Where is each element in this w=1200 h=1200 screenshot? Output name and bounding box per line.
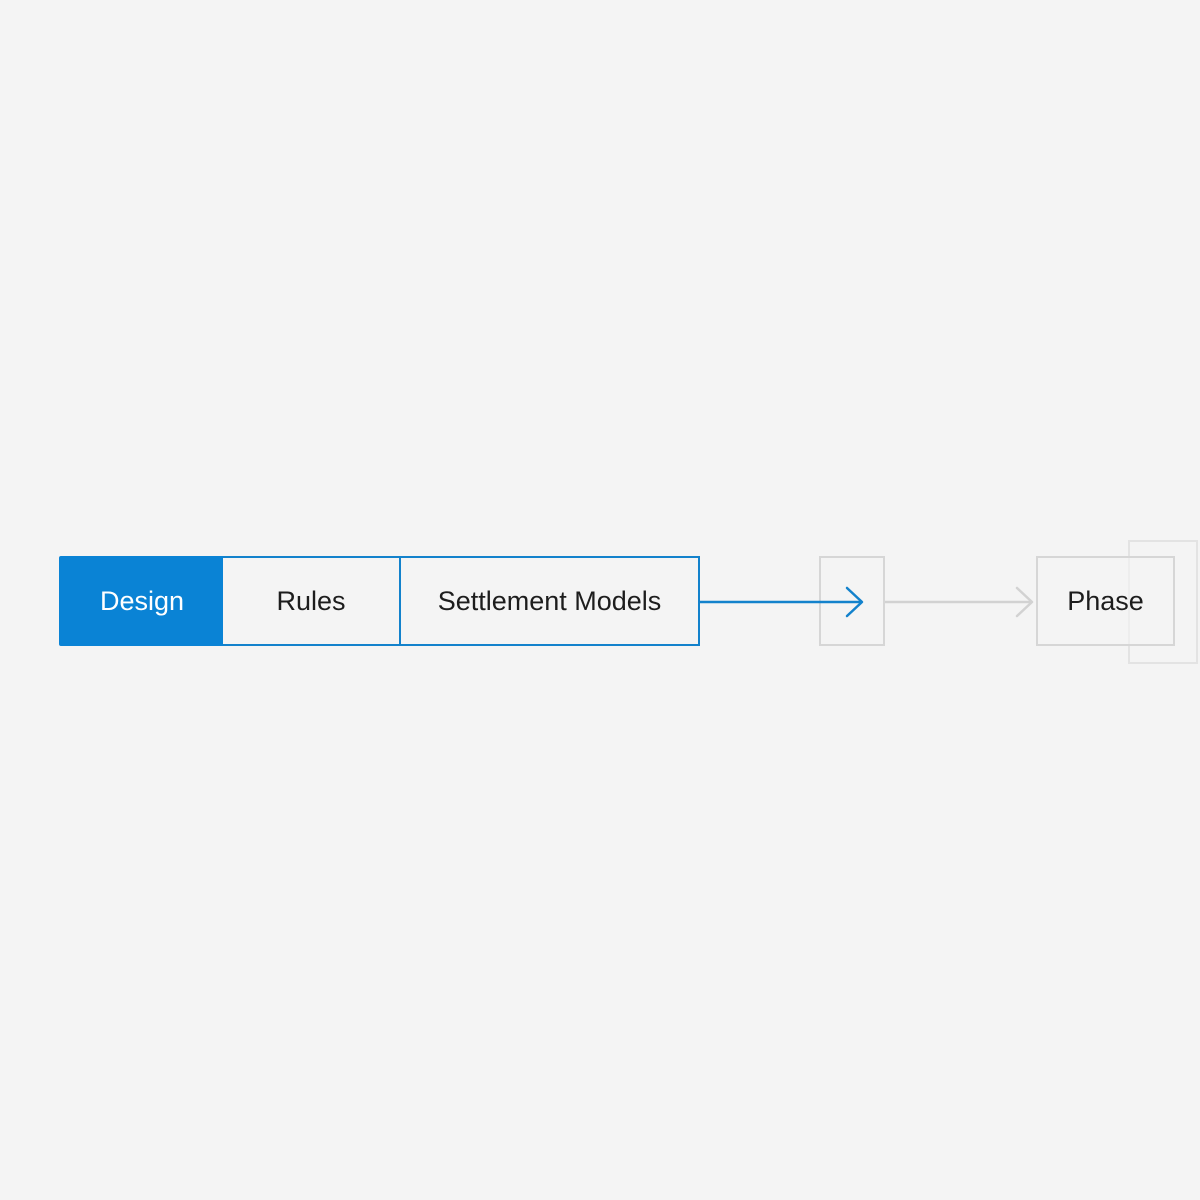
- phase-label: Phase: [1067, 585, 1144, 616]
- step-design-label: Design: [99, 585, 185, 616]
- phase-node[interactable]: Phase: [1036, 556, 1175, 646]
- chevron-right-icon: [885, 586, 1034, 618]
- step-settlement-models[interactable]: Settlement Models: [399, 556, 700, 646]
- step-design[interactable]: Design: [59, 556, 225, 646]
- step-settlement-models-label: Settlement Models: [437, 585, 662, 616]
- step-rules-label: Rules: [276, 585, 346, 616]
- transition-marker-box: [819, 556, 885, 646]
- step-rules[interactable]: Rules: [223, 556, 401, 646]
